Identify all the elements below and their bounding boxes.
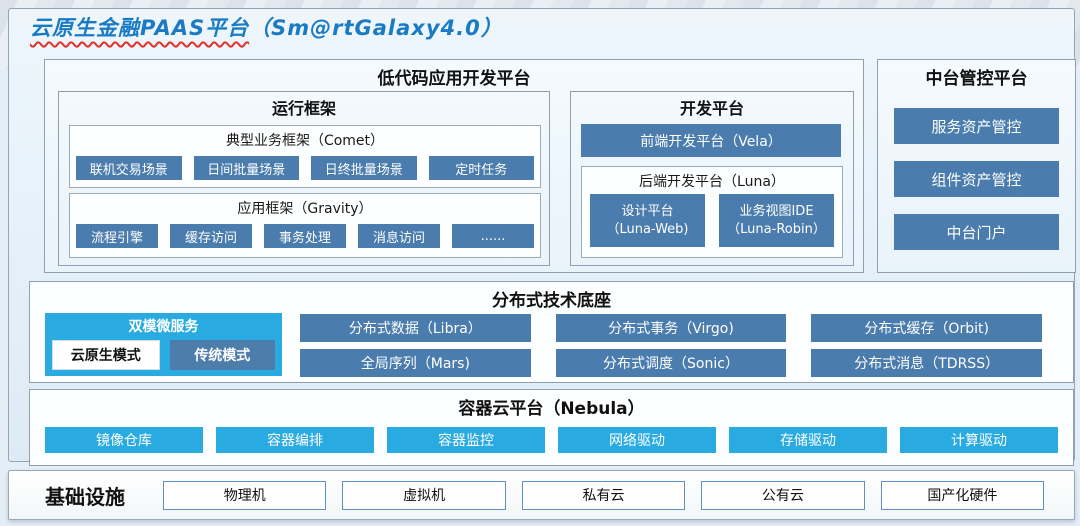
luna-backend-box: 后端开发平台（Luna） 设计平台 （Luna-Web) 业务视图IDE （Lu… xyxy=(581,166,843,258)
cloud-native-mode-node: 云原生模式 xyxy=(52,340,160,370)
storage-driver-node: 存储驱动 xyxy=(729,427,887,453)
public-cloud-node: 公有云 xyxy=(701,480,865,510)
endofday-batch-node: 日终批量场景 xyxy=(311,156,417,180)
luna-web-line1: 设计平台 xyxy=(621,203,674,219)
distributed-scheduler-sonic-node: 分布式调度（Sonic） xyxy=(555,349,787,377)
luna-web-node: 设计平台 （Luna-Web) xyxy=(590,194,705,247)
gravity-button-row: 流程引擎 缓存访问 事务处理 消息访问 ...... xyxy=(76,224,534,248)
container-cloud-section: 容器云平台（Nebula） 镜像仓库 容器编排 容器监控 网络驱动 存储驱动 计… xyxy=(29,389,1074,466)
midplatform-section: 中台管控平台 服务资产管控 组件资产管控 中台门户 xyxy=(877,59,1076,273)
comet-framework-box: 典型业务框架（Comet） 联机交易场景 日间批量场景 日终批量场景 定时任务 xyxy=(69,125,541,188)
service-asset-control-node: 服务资产管控 xyxy=(894,108,1059,144)
luna-robin-line2: （Luna-Robin） xyxy=(727,221,826,237)
component-asset-control-node: 组件资产管控 xyxy=(894,161,1059,197)
vela-frontend-node: 前端开发平台（Vela） xyxy=(581,124,841,157)
luna-web-line2: （Luna-Web) xyxy=(606,221,689,237)
diagram-title-version: （Sm@rtGalaxy4.0） xyxy=(249,16,503,40)
ellipsis-node: ...... xyxy=(452,224,534,248)
compute-driver-node: 计算驱动 xyxy=(900,427,1058,453)
infrastructure-title: 基础设施 xyxy=(45,484,125,509)
domestic-hardware-node: 国产化硬件 xyxy=(880,480,1045,510)
message-access-node: 消息访问 xyxy=(358,224,440,248)
distributed-message-tdrss-node: 分布式消息（TDRSS） xyxy=(811,349,1043,377)
dual-mode-microservice-box: 双模微服务 云原生模式 传统模式 xyxy=(45,313,282,376)
dual-mode-row: 云原生模式 传统模式 xyxy=(52,340,275,370)
physical-machine-node: 物理机 xyxy=(163,480,327,510)
cache-access-node: 缓存访问 xyxy=(170,224,252,248)
gravity-framework-box: 应用框架（Gravity） 流程引擎 缓存访问 事务处理 消息访问 ...... xyxy=(69,193,541,258)
infrastructure-item-row: 物理机 虚拟机 私有云 公有云 国产化硬件 xyxy=(163,480,1045,510)
distributed-transaction-virgo-node: 分布式事务（Virgo) xyxy=(555,314,787,342)
lowcode-platform-section: 低代码应用开发平台 运行框架 典型业务框架（Comet） 联机交易场景 日间批量… xyxy=(44,59,864,273)
lowcode-platform-title: 低代码应用开发平台 xyxy=(377,69,531,89)
runtime-framework-section: 运行框架 典型业务框架（Comet） 联机交易场景 日间批量场景 日终批量场景 … xyxy=(58,91,550,266)
transaction-processing-node: 事务处理 xyxy=(264,224,346,248)
dual-mode-label: 双模微服务 xyxy=(128,319,199,335)
luna-robin-line1: 业务视图IDE xyxy=(739,203,814,219)
global-sequence-mars-node: 全局序列（Mars) xyxy=(300,349,531,377)
luna-backend-label: 后端开发平台（Luna） xyxy=(639,174,785,190)
luna-robin-node: 业务视图IDE （Luna-Robin） xyxy=(719,194,834,247)
midplatform-button-column: 服务资产管控 组件资产管控 中台门户 xyxy=(894,108,1059,250)
dev-platform-section: 开发平台 前端开发平台（Vela） 后端开发平台（Luna） 设计平台 （Lun… xyxy=(570,91,854,266)
image-registry-node: 镜像仓库 xyxy=(45,427,203,453)
gravity-framework-label: 应用框架（Gravity） xyxy=(237,201,373,217)
process-engine-node: 流程引擎 xyxy=(76,224,158,248)
diagram-title-main: 云原生金融PAAS平台 xyxy=(30,16,250,40)
distributed-services-grid: 分布式数据（Libra） 分布式事务（Virgo) 分布式缓存（Orbit) 全… xyxy=(300,314,1043,377)
daytime-batch-node: 日间批量场景 xyxy=(193,156,299,180)
midplatform-portal-node: 中台门户 xyxy=(894,214,1059,250)
scheduled-task-node: 定时任务 xyxy=(428,156,534,180)
distributed-base-title: 分布式技术底座 xyxy=(492,291,611,311)
distributed-row-2: 全局序列（Mars) 分布式调度（Sonic） 分布式消息（TDRSS） xyxy=(300,349,1043,377)
luna-button-row: 设计平台 （Luna-Web) 业务视图IDE （Luna-Robin） xyxy=(590,194,834,247)
virtual-machine-node: 虚拟机 xyxy=(342,480,506,510)
infrastructure-section: 基础设施 物理机 虚拟机 私有云 公有云 国产化硬件 xyxy=(8,470,1075,520)
private-cloud-node: 私有云 xyxy=(521,480,686,510)
comet-framework-label: 典型业务框架（Comet） xyxy=(225,133,385,149)
distributed-data-libra-node: 分布式数据（Libra） xyxy=(300,314,531,342)
network-driver-node: 网络驱动 xyxy=(558,427,716,453)
diagram-frame: 低代码应用开发平台 运行框架 典型业务框架（Comet） 联机交易场景 日间批量… xyxy=(8,8,1076,466)
container-cloud-button-row: 镜像仓库 容器编排 容器监控 网络驱动 存储驱动 计算驱动 xyxy=(45,427,1058,453)
runtime-framework-title: 运行框架 xyxy=(271,99,336,118)
midplatform-title: 中台管控平台 xyxy=(925,69,1028,89)
traditional-mode-node: 传统模式 xyxy=(169,340,275,370)
distributed-cache-orbit-node: 分布式缓存（Orbit) xyxy=(811,314,1043,342)
comet-button-row: 联机交易场景 日间批量场景 日终批量场景 定时任务 xyxy=(76,156,534,180)
dev-platform-title: 开发平台 xyxy=(679,99,744,118)
container-monitoring-node: 容器监控 xyxy=(387,427,545,453)
online-transaction-node: 联机交易场景 xyxy=(76,156,182,180)
distributed-row-1: 分布式数据（Libra） 分布式事务（Virgo) 分布式缓存（Orbit) xyxy=(300,314,1043,342)
container-cloud-title: 容器云平台（Nebula） xyxy=(458,399,645,419)
diagram-title: 云原生金融PAAS平台（Sm@rtGalaxy4.0） xyxy=(30,12,503,42)
distributed-base-section: 分布式技术底座 双模微服务 云原生模式 传统模式 分布式数据（Libra） 分布… xyxy=(29,281,1074,383)
container-orchestration-node: 容器编排 xyxy=(216,427,374,453)
